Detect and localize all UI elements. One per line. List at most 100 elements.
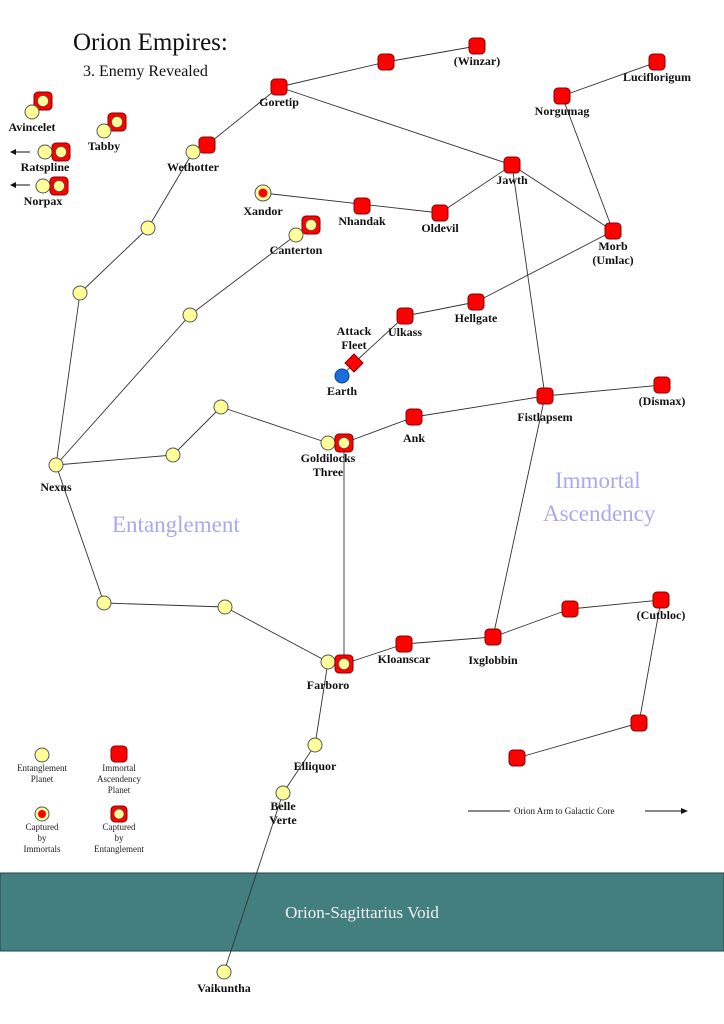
captured-inner-icon — [258, 188, 268, 198]
planet-dismax[interactable] — [653, 376, 671, 394]
hyperlane-ent_f-ent_g — [103, 602, 226, 608]
planet-jawth[interactable] — [503, 156, 521, 174]
map-subtitle: 3. Enemy Revealed — [83, 63, 208, 80]
hyperlane-goretip-jawth — [278, 86, 513, 166]
planet-label-goretip: Goretip — [259, 95, 299, 109]
planet-tabby[interactable] — [96, 123, 112, 139]
immortal-planet-icon — [270, 78, 288, 96]
planet-goldilocks[interactable] — [320, 435, 336, 451]
entanglement-planet-icon — [288, 227, 304, 243]
planet-elliquor[interactable] — [307, 737, 323, 753]
hyperlane-elliquor-belle_verte — [282, 744, 316, 794]
immortal-planet-icon — [467, 293, 485, 311]
planet-ixglobbin[interactable] — [484, 628, 502, 646]
legend-captured-immortals-line2: by — [38, 833, 48, 843]
planet-xandor[interactable] — [254, 184, 272, 202]
planet-goldilocks_cap[interactable] — [334, 433, 354, 453]
entanglement-planet-icon — [24, 104, 40, 120]
entanglement-planet-icon — [37, 144, 53, 160]
entanglement-planet-icon — [96, 595, 112, 611]
planet-goretip[interactable] — [270, 78, 288, 96]
planet-canterton_cap[interactable] — [301, 215, 321, 235]
planet-norpax[interactable] — [35, 178, 51, 194]
captured-inner-icon — [338, 437, 350, 449]
planet-ent_b[interactable] — [72, 285, 88, 301]
arrowhead-ratspline — [10, 149, 16, 155]
planet-fistlapsem[interactable] — [536, 387, 554, 405]
planet-label-farboro_cap: Farboro — [307, 678, 349, 692]
planet-ent_g[interactable] — [217, 599, 233, 615]
hyperlane-ulkass-attack_fleet — [353, 315, 406, 364]
planet-farboro[interactable] — [320, 654, 336, 670]
planet-imm_b[interactable] — [630, 714, 648, 732]
planet-ent_c[interactable] — [182, 307, 198, 323]
void-label: Orion-Sagittarius Void — [285, 903, 439, 922]
planet-ent_d[interactable] — [213, 399, 229, 415]
immortal-planet-icon — [395, 635, 413, 653]
hyperlane-oldevil-jawth — [439, 164, 513, 214]
planet-imm_c[interactable] — [508, 749, 526, 767]
planet-earth[interactable] — [334, 368, 350, 384]
planet-tabby_cap[interactable] — [107, 112, 127, 132]
planet-label-ratspline: Ratspline — [21, 160, 70, 174]
planet-norpax_cap[interactable] — [49, 176, 69, 196]
planet-label-attack_fleet-2: Fleet — [341, 338, 366, 352]
planet-belle_verte[interactable] — [275, 785, 291, 801]
planet-cutbloc[interactable] — [652, 591, 670, 609]
planet-ratspline_cap[interactable] — [51, 142, 71, 162]
planet-label-hellgate: Hellgate — [455, 311, 498, 325]
core-arrow-label: Orion Arm to Galactic Core — [514, 806, 614, 816]
planet-farboro_cap[interactable] — [334, 654, 354, 674]
hyperlane-farboro_cap-kloanscar — [343, 643, 405, 665]
entanglement-planet-icon — [320, 654, 336, 670]
hyperlane-ent_e-ent_d — [172, 406, 222, 456]
planet-ent_a[interactable] — [140, 220, 156, 236]
planet-ent_e[interactable] — [165, 447, 181, 463]
planet-canterton[interactable] — [288, 227, 304, 243]
planet-label-avincelet: Avincelet — [8, 120, 55, 134]
hyperlane-farboro-elliquor — [314, 661, 329, 746]
planet-ratspline[interactable] — [37, 144, 53, 160]
hyperlane-goretip-wethotter_imm — [206, 86, 280, 146]
planet-label-goldilocks_cap-1: Goldilocks — [301, 451, 356, 465]
planet-label-norpax: Norpax — [24, 194, 63, 208]
legend-captured-immortals-line3: Immortals — [24, 844, 61, 854]
planet-winzar[interactable] — [468, 37, 486, 55]
planet-winzar_link[interactable] — [377, 53, 395, 71]
hyperlane-kloanscar-ixglobbin — [403, 636, 494, 645]
hyperlane-fistlapsem-ixglobbin — [492, 395, 546, 638]
hyperlane-jawth-fistlapsem — [511, 164, 546, 397]
planet-avincelet_cap[interactable] — [33, 91, 53, 111]
planet-ulkass[interactable] — [396, 307, 414, 325]
planet-kloanscar[interactable] — [395, 635, 413, 653]
planet-label-fistlapsem: Fistlapsem — [517, 410, 572, 424]
planet-wethotter[interactable] — [185, 144, 201, 160]
hyperlane-ent_b-nexus — [55, 292, 81, 466]
planet-attack_fleet[interactable] — [344, 353, 364, 373]
planet-norgumag[interactable] — [553, 87, 571, 105]
legend-captured-immortals-line1: Captured — [26, 822, 59, 832]
planet-hellgate[interactable] — [467, 293, 485, 311]
planet-nexus[interactable] — [48, 457, 64, 473]
planet-nhandak[interactable] — [353, 197, 371, 215]
planet-label-earth: Earth — [327, 384, 357, 398]
planet-ank[interactable] — [405, 408, 423, 426]
planet-label-canterton: Canterton — [270, 243, 323, 257]
legend-immortal-line1: Immortal — [102, 763, 136, 773]
planet-oldevil[interactable] — [431, 204, 449, 222]
planet-nodes: (Winzar)GoretipLuciflorigumNorgumagWetho… — [8, 37, 691, 995]
planet-label-winzar: (Winzar) — [454, 54, 500, 68]
planet-wethotter_imm[interactable] — [198, 136, 216, 154]
immortal-planet-icon — [561, 600, 579, 618]
hyperlane-nexus-ent_e — [55, 454, 174, 466]
planet-morb[interactable] — [604, 222, 622, 240]
entanglement-planet-icon — [216, 964, 232, 980]
planet-vaikuntha[interactable] — [216, 964, 232, 980]
planet-luciflorigum[interactable] — [648, 53, 666, 71]
entanglement-planet-icon — [72, 285, 88, 301]
immortal-planet-icon — [484, 628, 502, 646]
planet-imm_a[interactable] — [561, 600, 579, 618]
planet-ent_f[interactable] — [96, 595, 112, 611]
hyperlane-morb-hellgate — [475, 230, 614, 303]
planet-avincelet[interactable] — [24, 104, 40, 120]
